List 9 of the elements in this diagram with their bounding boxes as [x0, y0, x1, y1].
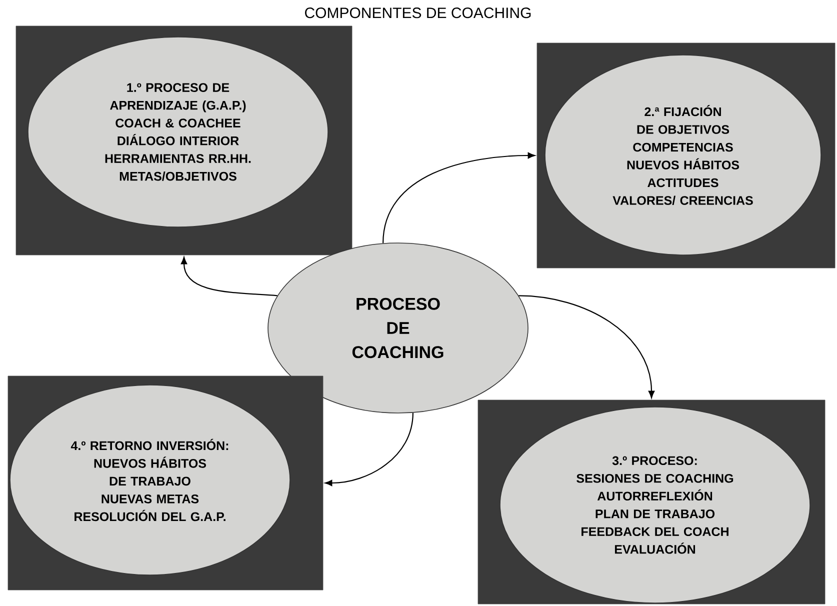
- arrow: [382, 152, 536, 244]
- title: COMPONENTES DE COACHING: [305, 8, 531, 18]
- process-box: 3.º PROCESO: SESIONES DE COACHING AUTORREFLEXIÓN PLAN DE TRABAJO FEEDBACK DEL COACH EVALUACIÓN: [478, 400, 826, 604]
- arrow: [324, 412, 414, 486]
- process-box: 4.º RETORNO INVERSIÓN: NUEVOS HÁBITOS DE TRABAJO NUEVAS METAS RESOLUCIÓN DEL G.A.P.: [8, 376, 324, 590]
- arrow: [180, 256, 278, 296]
- arrow: [518, 295, 655, 398]
- process-box: 2.ª FIJACIÓN DE OBJETIVOS COMPETENCIAS NUEVOS HÁBITOS ACTITUDES VALORES/ CREENCIAS: [536, 42, 836, 268]
- process-box: 1.º PROCESO DE APRENDIZAJE (G.A.P.) COACH & COACHEE DIÁLOGO INTERIOR HERRAMIENTAS RR.HH. METAS/OBJETIVOS: [16, 26, 352, 256]
